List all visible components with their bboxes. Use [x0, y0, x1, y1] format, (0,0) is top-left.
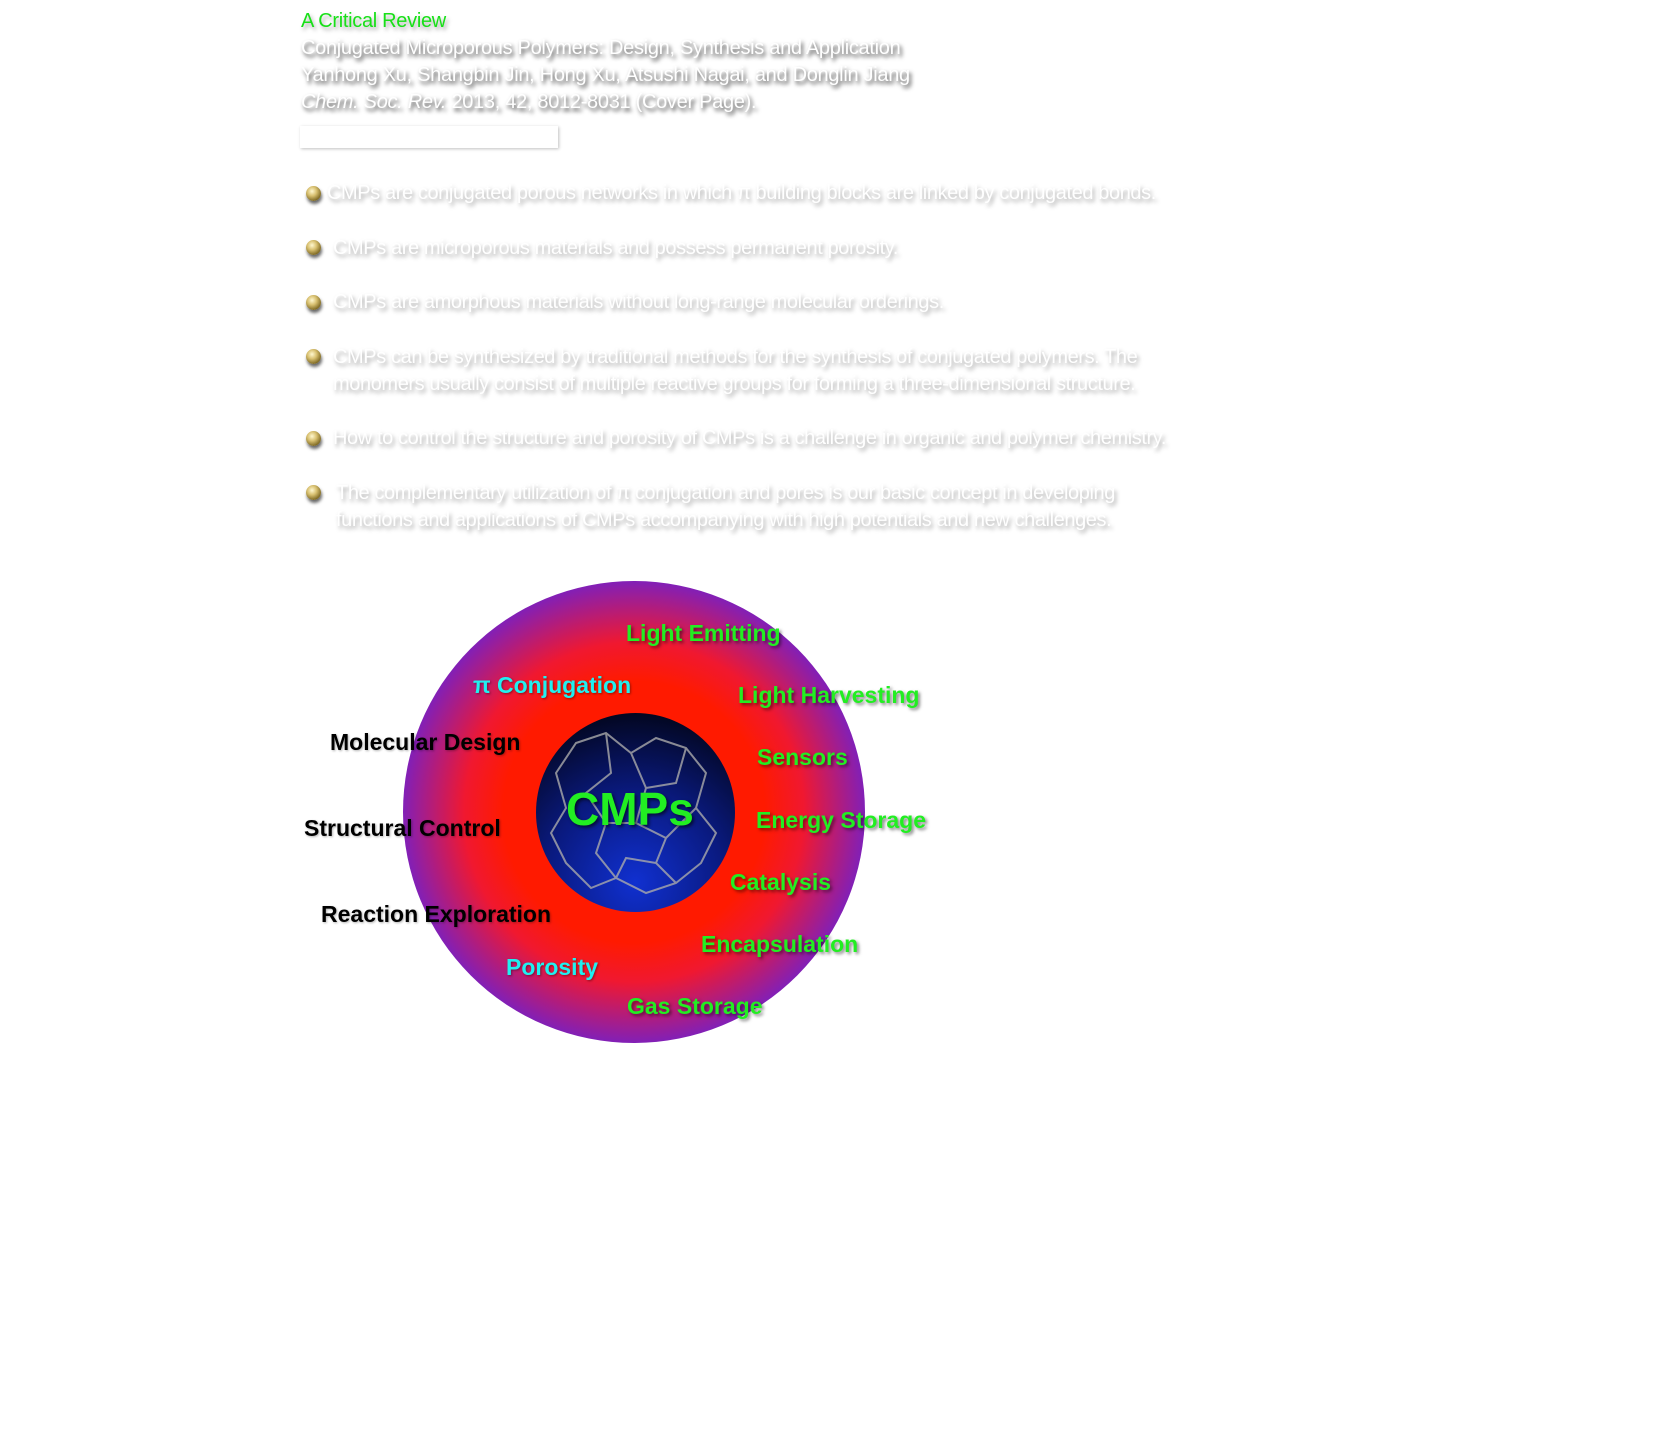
bullet-icon: [306, 240, 321, 255]
application-label: Catalysis: [730, 869, 832, 895]
center-label: CMPs: [566, 783, 694, 835]
application-label: Gas Storage: [627, 993, 763, 1019]
paper-title[interactable]: Conjugated Microporous Polymers: Design,…: [301, 37, 901, 59]
application-label: Sensors: [757, 744, 848, 770]
citation-details: 2013, 42, 8012-8031 (Cover Page).: [446, 91, 757, 113]
application-label: Energy Storage: [756, 807, 926, 833]
list-item: CMPs are microporous materials and posse…: [333, 237, 899, 259]
blank-box: [300, 126, 558, 148]
application-label: Encapsulation: [701, 931, 859, 957]
list-item: CMPs are amorphous materials without lon…: [333, 291, 944, 313]
bullet-icon: [306, 485, 321, 500]
bullet-icon: [306, 186, 321, 201]
property-label: Porosity: [506, 954, 599, 980]
bullet-icon: [306, 431, 321, 446]
application-label: Light Harvesting: [738, 682, 920, 708]
citation: Chem. Soc. Rev. 2013, 42, 8012-8031 (Cov…: [301, 91, 757, 114]
list-item: CMPs can be synthesized by traditional m…: [333, 346, 1138, 395]
bullet-icon: [306, 349, 321, 364]
design-label: Structural Control: [304, 815, 501, 841]
list-item: The complementary utilization of π conju…: [336, 482, 1115, 531]
design-label: Reaction Exploration: [321, 901, 552, 927]
design-label: Molecular Design: [330, 729, 521, 755]
section-label: A Critical Review: [301, 10, 446, 32]
molecular-network-icon: [549, 731, 718, 895]
list-item: How to control the structure and porosit…: [333, 427, 1167, 449]
list-item: CMPs are conjugated porous networks in w…: [327, 182, 1156, 204]
journal-name: Chem. Soc. Rev.: [301, 91, 447, 113]
application-label: Light Emitting: [626, 620, 781, 646]
property-label: π Conjugation: [473, 672, 632, 698]
network-structure-image: [536, 713, 735, 912]
bullet-icon: [306, 295, 321, 310]
authors: Yanhong Xu, Shangbin Jin, Hong Xu, Atsus…: [301, 64, 910, 86]
